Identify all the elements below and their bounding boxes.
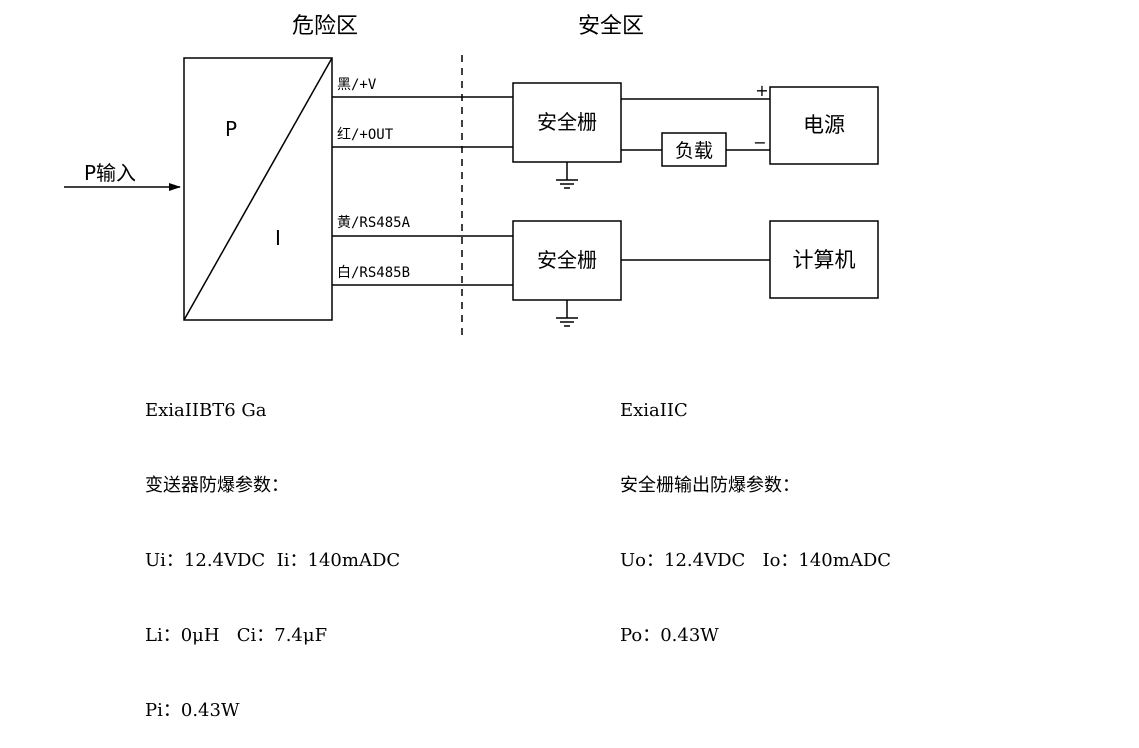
transmitter-diagonal: [183, 57, 333, 321]
barrier-label-lower: 安全栅: [537, 248, 597, 272]
computer-box: [769, 220, 879, 299]
transmitter-spec-marking: ExiaIIBT6 Ga: [145, 400, 267, 421]
wire-white-label: 白/RS485B: [337, 265, 410, 281]
wire-yellow-label: 黄/RS485A: [337, 214, 411, 231]
transmitter-spec-ui-ii: Ui：12.4VDC Ii：140mADC: [145, 550, 401, 571]
transmitter-label-i: I: [275, 226, 281, 250]
wire-black-label: 黑/+V: [337, 77, 377, 93]
computer-label: 计算机: [793, 248, 856, 272]
barrier-specs: ExiaIIC 安全栅输出防爆参数： Uo：12.4VDC Io：140mADC…: [620, 348, 891, 673]
wiring-diagram: 危险区 安全区 P I P输入 黑/+V 红/+OUT 黄/RS485A 白/R…: [64, 14, 879, 340]
barrier-spec-heading: 安全栅输出防爆参数：: [620, 475, 800, 496]
transmitter-box: [183, 57, 333, 321]
ground-symbol-upper: [556, 162, 578, 189]
power-minus-sign: −: [753, 133, 766, 152]
wire-red-label: 红/+OUT: [337, 127, 394, 143]
barrier-spec-marking: ExiaIIC: [620, 400, 688, 421]
barrier-label-upper: 安全栅: [537, 110, 597, 134]
transmitter-label-p: P: [225, 117, 237, 141]
input-label: P输入: [84, 161, 136, 185]
transmitter-spec-pi: Pi：0.43W: [145, 700, 240, 721]
power-plus-sign: +: [755, 81, 768, 100]
load-box: [661, 132, 727, 167]
transmitter-spec-heading: 变送器防爆参数：: [145, 475, 289, 496]
ground-symbol-lower: [556, 300, 578, 327]
power-supply-label: 电源: [803, 113, 845, 137]
transmitter-specs: ExiaIIBT6 Ga 变送器防爆参数： Ui：12.4VDC Ii：140m…: [145, 348, 400, 748]
load-label: 负载: [675, 140, 713, 162]
barrier-spec-uo-io: Uo：12.4VDC Io：140mADC: [620, 550, 892, 571]
barrier-spec-po: Po：0.43W: [620, 625, 719, 646]
transmitter-spec-li-ci: Li：0μH Ci：7.4μF: [145, 625, 328, 646]
power-supply-box: [769, 86, 879, 165]
safe-zone-title: 安全区: [578, 14, 644, 39]
hazardous-zone-title: 危险区: [292, 14, 358, 39]
